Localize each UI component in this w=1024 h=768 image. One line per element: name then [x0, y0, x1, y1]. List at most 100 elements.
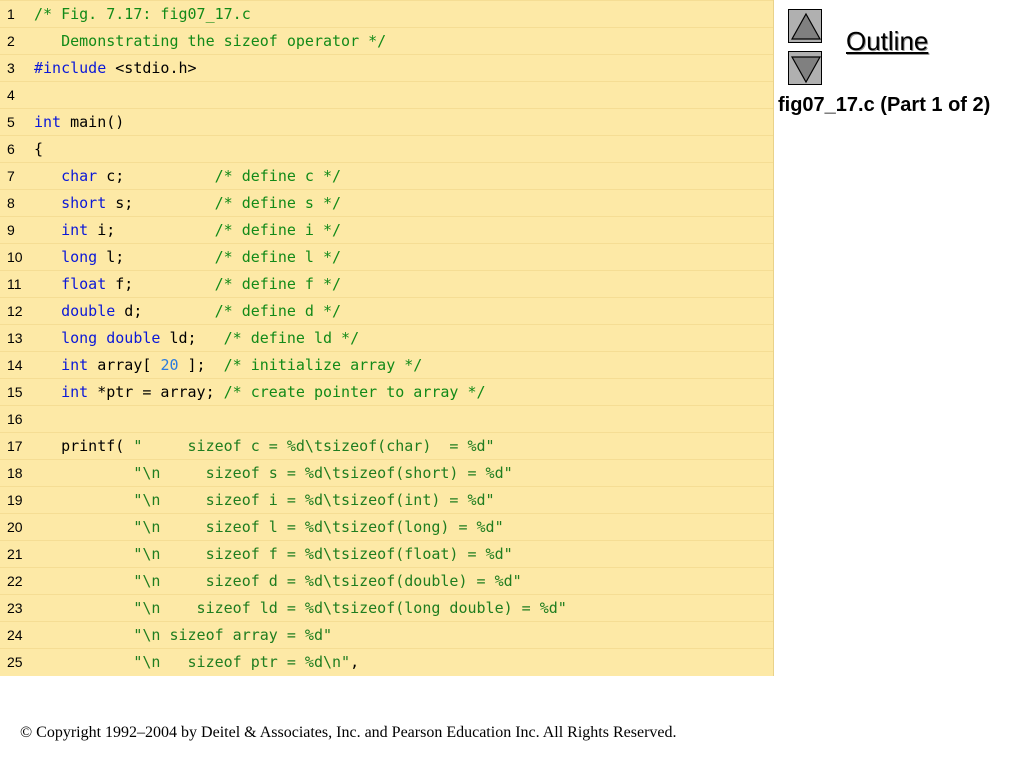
line-number: 20	[7, 519, 23, 535]
code-token: "\n sizeof ptr = %d\n"	[133, 653, 351, 671]
code-token	[34, 518, 133, 536]
code-token	[34, 599, 133, 617]
code-token: f;	[106, 275, 215, 293]
code-text: "\n sizeof f = %d\tsizeof(float) = %d"	[34, 544, 513, 564]
code-token: array[	[88, 356, 161, 374]
code-text: Demonstrating the sizeof operator */	[34, 31, 386, 51]
code-line: 23 "\n sizeof ld = %d\tsizeof(long doubl…	[0, 594, 773, 621]
code-token: int	[61, 221, 89, 239]
copyright-notice: © Copyright 1992–2004 by Deitel & Associ…	[20, 724, 677, 741]
code-text: /* Fig. 7.17: fig07_17.c	[34, 4, 251, 24]
outline-navigation	[788, 9, 824, 85]
code-text: int main()	[34, 112, 124, 132]
outline-link[interactable]: Outline	[846, 26, 929, 56]
line-number: 13	[7, 330, 23, 346]
code-token: "\n sizeof d = %d\tsizeof(double) = %d"	[133, 572, 522, 590]
code-text: printf( " sizeof c = %d\tsizeof(char) = …	[34, 436, 495, 456]
code-token: int	[61, 383, 89, 401]
code-token: #include	[34, 59, 107, 77]
code-text: "\n sizeof d = %d\tsizeof(double) = %d"	[34, 571, 522, 591]
code-text: char c; /* define c */	[34, 166, 341, 186]
file-part-label: fig07_17.c (Part 1 of 2)	[778, 94, 991, 116]
line-number: 22	[7, 573, 23, 589]
code-token: "\n sizeof l = %d\tsizeof(long) = %d"	[133, 518, 504, 536]
code-line: 13 long double ld; /* define ld */	[0, 324, 773, 351]
code-token	[34, 329, 61, 347]
code-line: 24 "\n sizeof array = %d"	[0, 621, 773, 648]
line-number: 7	[7, 168, 15, 184]
line-number: 21	[7, 546, 23, 562]
code-token: "\n sizeof i = %d\tsizeof(int) = %d"	[133, 491, 495, 509]
code-token: /* initialize array */	[223, 356, 423, 374]
code-line: 18 "\n sizeof s = %d\tsizeof(short) = %d…	[0, 459, 773, 486]
code-text: "\n sizeof array = %d"	[34, 625, 332, 645]
code-token	[34, 545, 133, 563]
line-number: 2	[7, 33, 15, 49]
code-text: int *ptr = array; /* create pointer to a…	[34, 382, 486, 402]
line-number: 10	[7, 249, 23, 265]
code-token: /* define ld */	[223, 329, 360, 347]
code-token	[34, 194, 61, 212]
code-text: "\n sizeof i = %d\tsizeof(int) = %d"	[34, 490, 495, 510]
line-number: 18	[7, 465, 23, 481]
next-slide-button[interactable]	[788, 51, 822, 85]
code-text: int array[ 20 ]; /* initialize array */	[34, 355, 422, 375]
code-line: 11 float f; /* define f */	[0, 270, 773, 297]
line-number: 8	[7, 195, 15, 211]
code-line: 12 double d; /* define d */	[0, 297, 773, 324]
code-text: #include <stdio.h>	[34, 58, 197, 78]
code-token: {	[34, 140, 44, 158]
code-token: i;	[88, 221, 215, 239]
code-text: "\n sizeof ld = %d\tsizeof(long double) …	[34, 598, 567, 618]
line-number: 12	[7, 303, 23, 319]
code-token: char	[61, 167, 98, 185]
line-number: 1	[7, 6, 15, 22]
code-line: 15 int *ptr = array; /* create pointer t…	[0, 378, 773, 405]
code-token: "\n sizeof s = %d\tsizeof(short) = %d"	[133, 464, 513, 482]
code-line: 2 Demonstrating the sizeof operator */	[0, 27, 773, 54]
code-token: int	[34, 113, 62, 131]
code-line: 16	[0, 405, 773, 432]
code-text: double d; /* define d */	[34, 301, 341, 321]
code-token: /* create pointer to array */	[223, 383, 486, 401]
code-token: /* define s */	[214, 194, 342, 212]
code-token: "\n sizeof f = %d\tsizeof(float) = %d"	[133, 545, 513, 563]
code-line: 1 /* Fig. 7.17: fig07_17.c	[0, 0, 773, 27]
code-line: 22 "\n sizeof d = %d\tsizeof(double) = %…	[0, 567, 773, 594]
line-number: 17	[7, 438, 23, 454]
code-token	[34, 383, 61, 401]
code-line: 14 int array[ 20 ]; /* initialize array …	[0, 351, 773, 378]
code-token	[97, 329, 106, 347]
line-number: 6	[7, 141, 15, 157]
code-token: main()	[61, 113, 125, 131]
code-token: Demonstrating the sizeof operator */	[34, 32, 387, 50]
line-number: 14	[7, 357, 23, 373]
code-token: short	[61, 194, 107, 212]
code-text: "\n sizeof ptr = %d\n",	[34, 652, 359, 672]
code-token: " sizeof c = %d\tsizeof(char) = %d"	[133, 437, 495, 455]
code-token	[34, 275, 61, 293]
code-line: 7 char c; /* define c */	[0, 162, 773, 189]
code-line: 4	[0, 81, 773, 108]
code-line: 10 long l; /* define l */	[0, 243, 773, 270]
previous-slide-button[interactable]	[788, 9, 822, 43]
code-line: 3 #include <stdio.h>	[0, 54, 773, 81]
code-token	[34, 626, 133, 644]
code-token	[34, 356, 61, 374]
line-number: 23	[7, 600, 23, 616]
line-number: 3	[7, 60, 15, 76]
code-token: c;	[97, 167, 215, 185]
code-text: "\n sizeof l = %d\tsizeof(long) = %d"	[34, 517, 504, 537]
code-line: 19 "\n sizeof i = %d\tsizeof(int) = %d"	[0, 486, 773, 513]
code-token: /* define l */	[214, 248, 342, 266]
line-number: 19	[7, 492, 23, 508]
code-token: /* define d */	[214, 302, 342, 320]
code-token: long	[61, 248, 98, 266]
code-token: "\n sizeof ld = %d\tsizeof(long double) …	[133, 599, 567, 617]
code-token: l;	[97, 248, 215, 266]
code-token: s;	[106, 194, 215, 212]
code-token: ];	[178, 356, 224, 374]
line-number: 15	[7, 384, 23, 400]
code-token	[34, 248, 61, 266]
code-token: *ptr = array;	[88, 383, 224, 401]
